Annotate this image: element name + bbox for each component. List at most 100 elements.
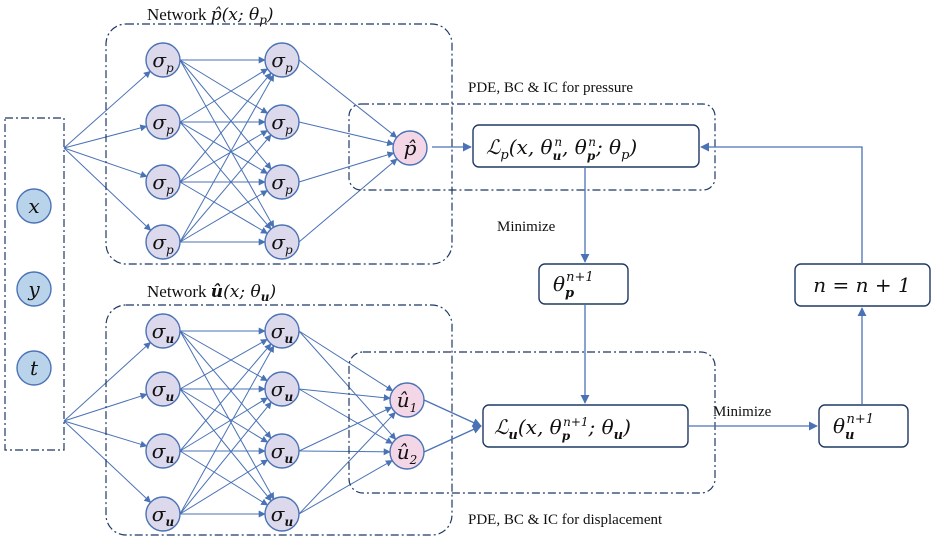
p-output-node-circle: [392, 130, 428, 166]
u-hidden-node-circle: [145, 371, 181, 407]
u-hidden-node-circle: [264, 371, 300, 407]
p-hidden-node-label: σp: [271, 48, 293, 75]
u-hidden-edge: [179, 388, 272, 502]
u-output-edge: [298, 448, 391, 456]
loss-p-box: [472, 124, 700, 168]
loss-p-text: ℒp(x, θun, θpn; θp): [486, 135, 637, 163]
p-hidden-edge: [179, 134, 272, 243]
p-hidden-edge: [179, 190, 268, 243]
input-layer-box: [4, 117, 65, 451]
u-hidden-node-label: σu: [152, 439, 175, 466]
theta-p-box: [538, 263, 629, 305]
input-to-u-edge: [63, 420, 152, 503]
displacement-box-label: PDE, BC & IC for displacement: [468, 512, 663, 528]
u-hidden-edge: [179, 330, 272, 439]
u-hidden-node-circle: [264, 313, 300, 349]
input-t-circle: [16, 350, 52, 386]
p-hidden-edge: [179, 121, 268, 174]
p-hidden-node-label: σp: [271, 110, 293, 137]
p-hidden-node-circle: [264, 224, 300, 260]
p-hidden-node-circle: [145, 42, 181, 78]
p-hidden-node-circle: [145, 224, 181, 260]
p-hidden-node-circle: [145, 104, 181, 140]
u-hidden-node-label: σu: [271, 439, 294, 466]
input-to-u-edge: [63, 420, 148, 448]
p-hidden-edge: [179, 130, 268, 183]
u-hidden-edge: [179, 401, 272, 515]
p-hidden-node-circle: [264, 164, 300, 200]
u-hidden-node-circle: [264, 433, 300, 469]
p-hidden-edge: [179, 59, 272, 170]
u-output-node-1-label: û1: [397, 388, 418, 415]
u-hidden-node-circle: [145, 313, 181, 349]
theta-u-text: θun+1: [833, 412, 874, 443]
p-hidden-edge: [179, 59, 275, 228]
p-hidden-node-label: σp: [271, 230, 293, 257]
input-y-label: y: [27, 277, 40, 301]
arrow-u1-to-loss-u: [423, 399, 482, 427]
u-output-edge: [298, 460, 393, 515]
u-hidden-edge: [179, 459, 269, 515]
p-output-node-label: p̂: [404, 136, 417, 160]
u-hidden-edge: [179, 330, 275, 500]
u-hidden-edge: [179, 330, 268, 382]
u-hidden-node-label: σu: [152, 319, 175, 346]
u-output-edge: [298, 388, 393, 444]
theta-p-text: θpn+1: [553, 270, 594, 301]
p-hidden-node-circle: [264, 104, 300, 140]
u-hidden-edge: [179, 450, 269, 506]
u-hidden-edge: [179, 338, 268, 390]
network-u-box: [105, 304, 453, 536]
p-hidden-node-label: σp: [152, 230, 174, 257]
p-output-edge: [298, 59, 398, 138]
u-hidden-edge: [179, 388, 269, 443]
input-to-p-edge: [63, 124, 148, 149]
p-hidden-edge: [179, 181, 268, 234]
input-x-circle: [16, 188, 52, 224]
p-hidden-node-circle: [264, 42, 300, 78]
arrow-u2-to-loss-u: [423, 425, 482, 453]
input-y-circle: [16, 271, 52, 307]
u-output-edge: [298, 388, 391, 402]
input-t-label: t: [30, 356, 39, 380]
u-output-edge: [298, 330, 394, 392]
u-hidden-edge: [179, 345, 275, 515]
u-hidden-node-circle: [145, 496, 181, 532]
p-hidden-edge: [179, 74, 275, 243]
arrow-increment-to-loss-p: [700, 142, 863, 264]
input-to-p-edge: [63, 147, 152, 231]
u-hidden-edge: [179, 397, 269, 452]
p-hidden-edge: [179, 68, 269, 123]
p-hidden-node-label: σp: [152, 110, 174, 137]
u-hidden-node-label: σu: [271, 377, 294, 404]
u-hidden-node-label: σu: [152, 377, 175, 404]
network-edges: [63, 56, 398, 518]
increment-text: n = n + 1: [813, 273, 910, 297]
u-output-edge: [298, 406, 393, 452]
p-output-edge: [298, 151, 395, 183]
input-to-p-edge: [63, 70, 151, 149]
p-hidden-edge: [179, 59, 269, 114]
u-output-node-2-label: û2: [397, 440, 418, 467]
input-to-u-edge: [63, 341, 151, 422]
p-output-edge: [298, 158, 398, 243]
u-output-edge: [298, 330, 397, 440]
u-hidden-node-circle: [145, 433, 181, 469]
p-hidden-node-label: σp: [271, 170, 293, 197]
minimize-label-p: Minimize: [497, 219, 556, 235]
u-hidden-node-label: σu: [271, 319, 294, 346]
p-hidden-node-label: σp: [152, 48, 174, 75]
p-hidden-edge: [179, 121, 272, 230]
p-output-edge: [298, 121, 395, 147]
p-hidden-node-circle: [145, 164, 181, 200]
p-hidden-edge: [179, 72, 272, 183]
displacement-constraint-box: [348, 351, 716, 494]
u-output-edge: [298, 411, 396, 515]
u-hidden-edge: [179, 343, 272, 452]
theta-u-box: [818, 404, 909, 448]
loss-u-text: ℒu(x, θpn+1; θu): [494, 415, 631, 443]
network-nodes: xytσpσpσpσpσpσpσpσpp̂σuσuσuσuσuσuσuσuû1û…: [16, 42, 428, 532]
u-hidden-node-label: σu: [152, 502, 175, 529]
